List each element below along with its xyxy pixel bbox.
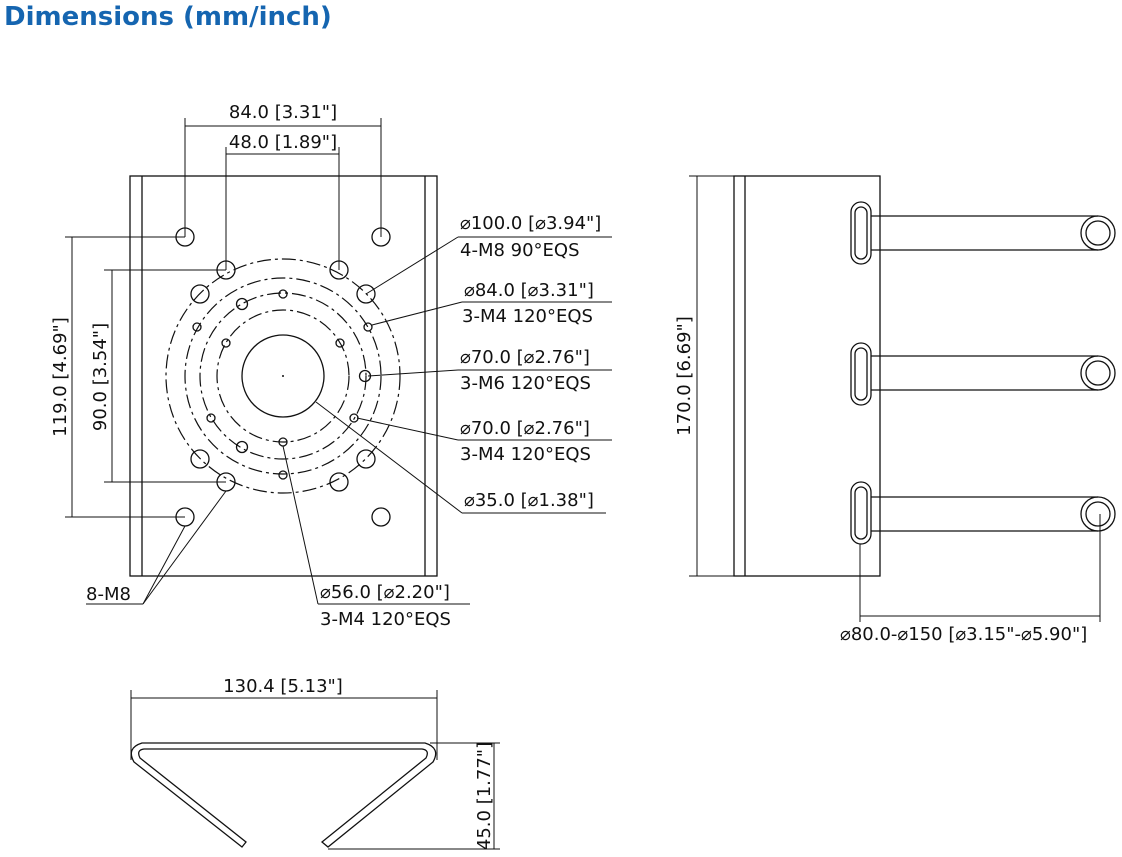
dim-pole-range: ⌀80.0-⌀150 [⌀3.15"-⌀5.90"] xyxy=(840,624,1087,645)
label-8-m8: 8-M8 xyxy=(86,584,131,605)
plate-outline xyxy=(129,175,438,577)
dim-side-height: 170.0 [6.69"] xyxy=(674,316,695,436)
label-hole-100-spec: 4-M8 90°EQS xyxy=(460,240,580,261)
center-hole xyxy=(241,334,325,418)
label-hole-100: ⌀100.0 [⌀3.94"] xyxy=(460,213,601,234)
dim-width-inner: 48.0 [1.89"] xyxy=(229,132,337,153)
front-view: 84.0 [3.31"] 48.0 [1.89"] 119.0 [4.69"] … xyxy=(50,102,612,630)
clamp-arm-1 xyxy=(850,201,1116,265)
label-hole-56: ⌀56.0 [⌀2.20"] xyxy=(320,582,450,603)
bolt-circle-84 xyxy=(184,277,382,475)
label-hole-84-spec: 3-M4 120°EQS xyxy=(462,306,593,327)
dim-height-outer: 119.0 [4.69"] xyxy=(50,317,71,437)
label-hole-70a-spec: 3-M6 120°EQS xyxy=(460,373,591,394)
clamp-arm-2 xyxy=(850,342,1116,406)
bolt-circle-56 xyxy=(216,309,350,443)
bolt-circle-70 xyxy=(199,292,367,460)
side-view: 170.0 [6.69"] ⌀80.0-⌀150 [⌀3.15"-⌀5.90"] xyxy=(674,175,1116,645)
bottom-view: 130.4 [5.13"] 45.0 [1.77"] xyxy=(130,676,500,850)
label-hole-84: ⌀84.0 [⌀3.31"] xyxy=(464,280,594,301)
clamp-arm-3 xyxy=(850,481,1116,545)
dim-width-outer: 84.0 [3.31"] xyxy=(229,102,337,123)
label-hole-70b: ⌀70.0 [⌀2.76"] xyxy=(460,418,590,439)
label-hole-70b-spec: 3-M4 120°EQS xyxy=(460,444,591,465)
dim-bottom-depth: 45.0 [1.77"] xyxy=(474,742,495,850)
label-hole-56-spec: 3-M4 120°EQS xyxy=(320,609,451,630)
label-center-hole: ⌀35.0 [⌀1.38"] xyxy=(464,490,594,511)
bolt-circle-100 xyxy=(165,258,401,494)
label-hole-70a: ⌀70.0 [⌀2.76"] xyxy=(460,347,590,368)
dim-bottom-width: 130.4 [5.13"] xyxy=(223,676,343,697)
page-title: Dimensions (mm/inch) xyxy=(4,2,332,32)
dim-height-inner: 90.0 [3.54"] xyxy=(90,323,111,431)
